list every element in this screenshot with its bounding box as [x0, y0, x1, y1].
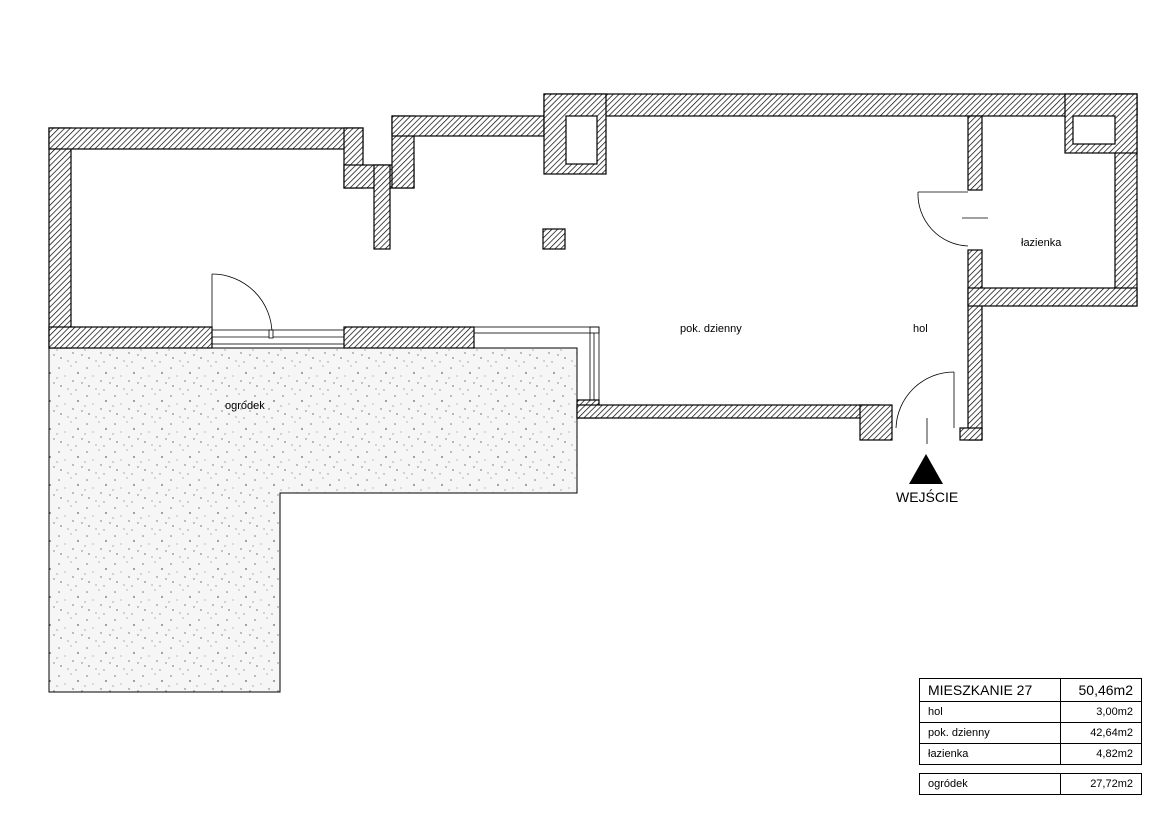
- table-row: ogródek 27,72m2: [919, 773, 1142, 795]
- area-table: MIESZKANIE 27 50,46m2 hol 3,00m2 pok. dz…: [919, 678, 1142, 765]
- room-label-garden: ogródek: [225, 400, 265, 412]
- entrance-arrow-icon: [909, 454, 943, 484]
- entrance-label: WEJŚCIE: [896, 488, 958, 505]
- room-label-bathroom: łazienka: [1021, 237, 1062, 249]
- table-row: hol 3,00m2: [919, 701, 1142, 723]
- door-bathroom: [917, 191, 988, 247]
- window-frame: [211, 326, 600, 401]
- apartment-total: 50,46m2: [1060, 678, 1142, 702]
- garden-area: [48, 347, 578, 693]
- garden-area-table: ogródek 27,72m2: [919, 773, 1142, 795]
- room-label-living: pok. dzienny: [680, 323, 742, 335]
- door-entrance: [895, 371, 955, 444]
- table-row: pok. dzienny 42,64m2: [919, 722, 1142, 744]
- walls: [48, 93, 1138, 441]
- apartment-title: MIESZKANIE 27: [919, 678, 1061, 702]
- room-label-hall: hol: [913, 323, 928, 335]
- area-table-header: MIESZKANIE 27 50,46m2: [919, 678, 1142, 702]
- door-garden: [211, 273, 274, 339]
- table-row: łazienka 4,82m2: [919, 743, 1142, 765]
